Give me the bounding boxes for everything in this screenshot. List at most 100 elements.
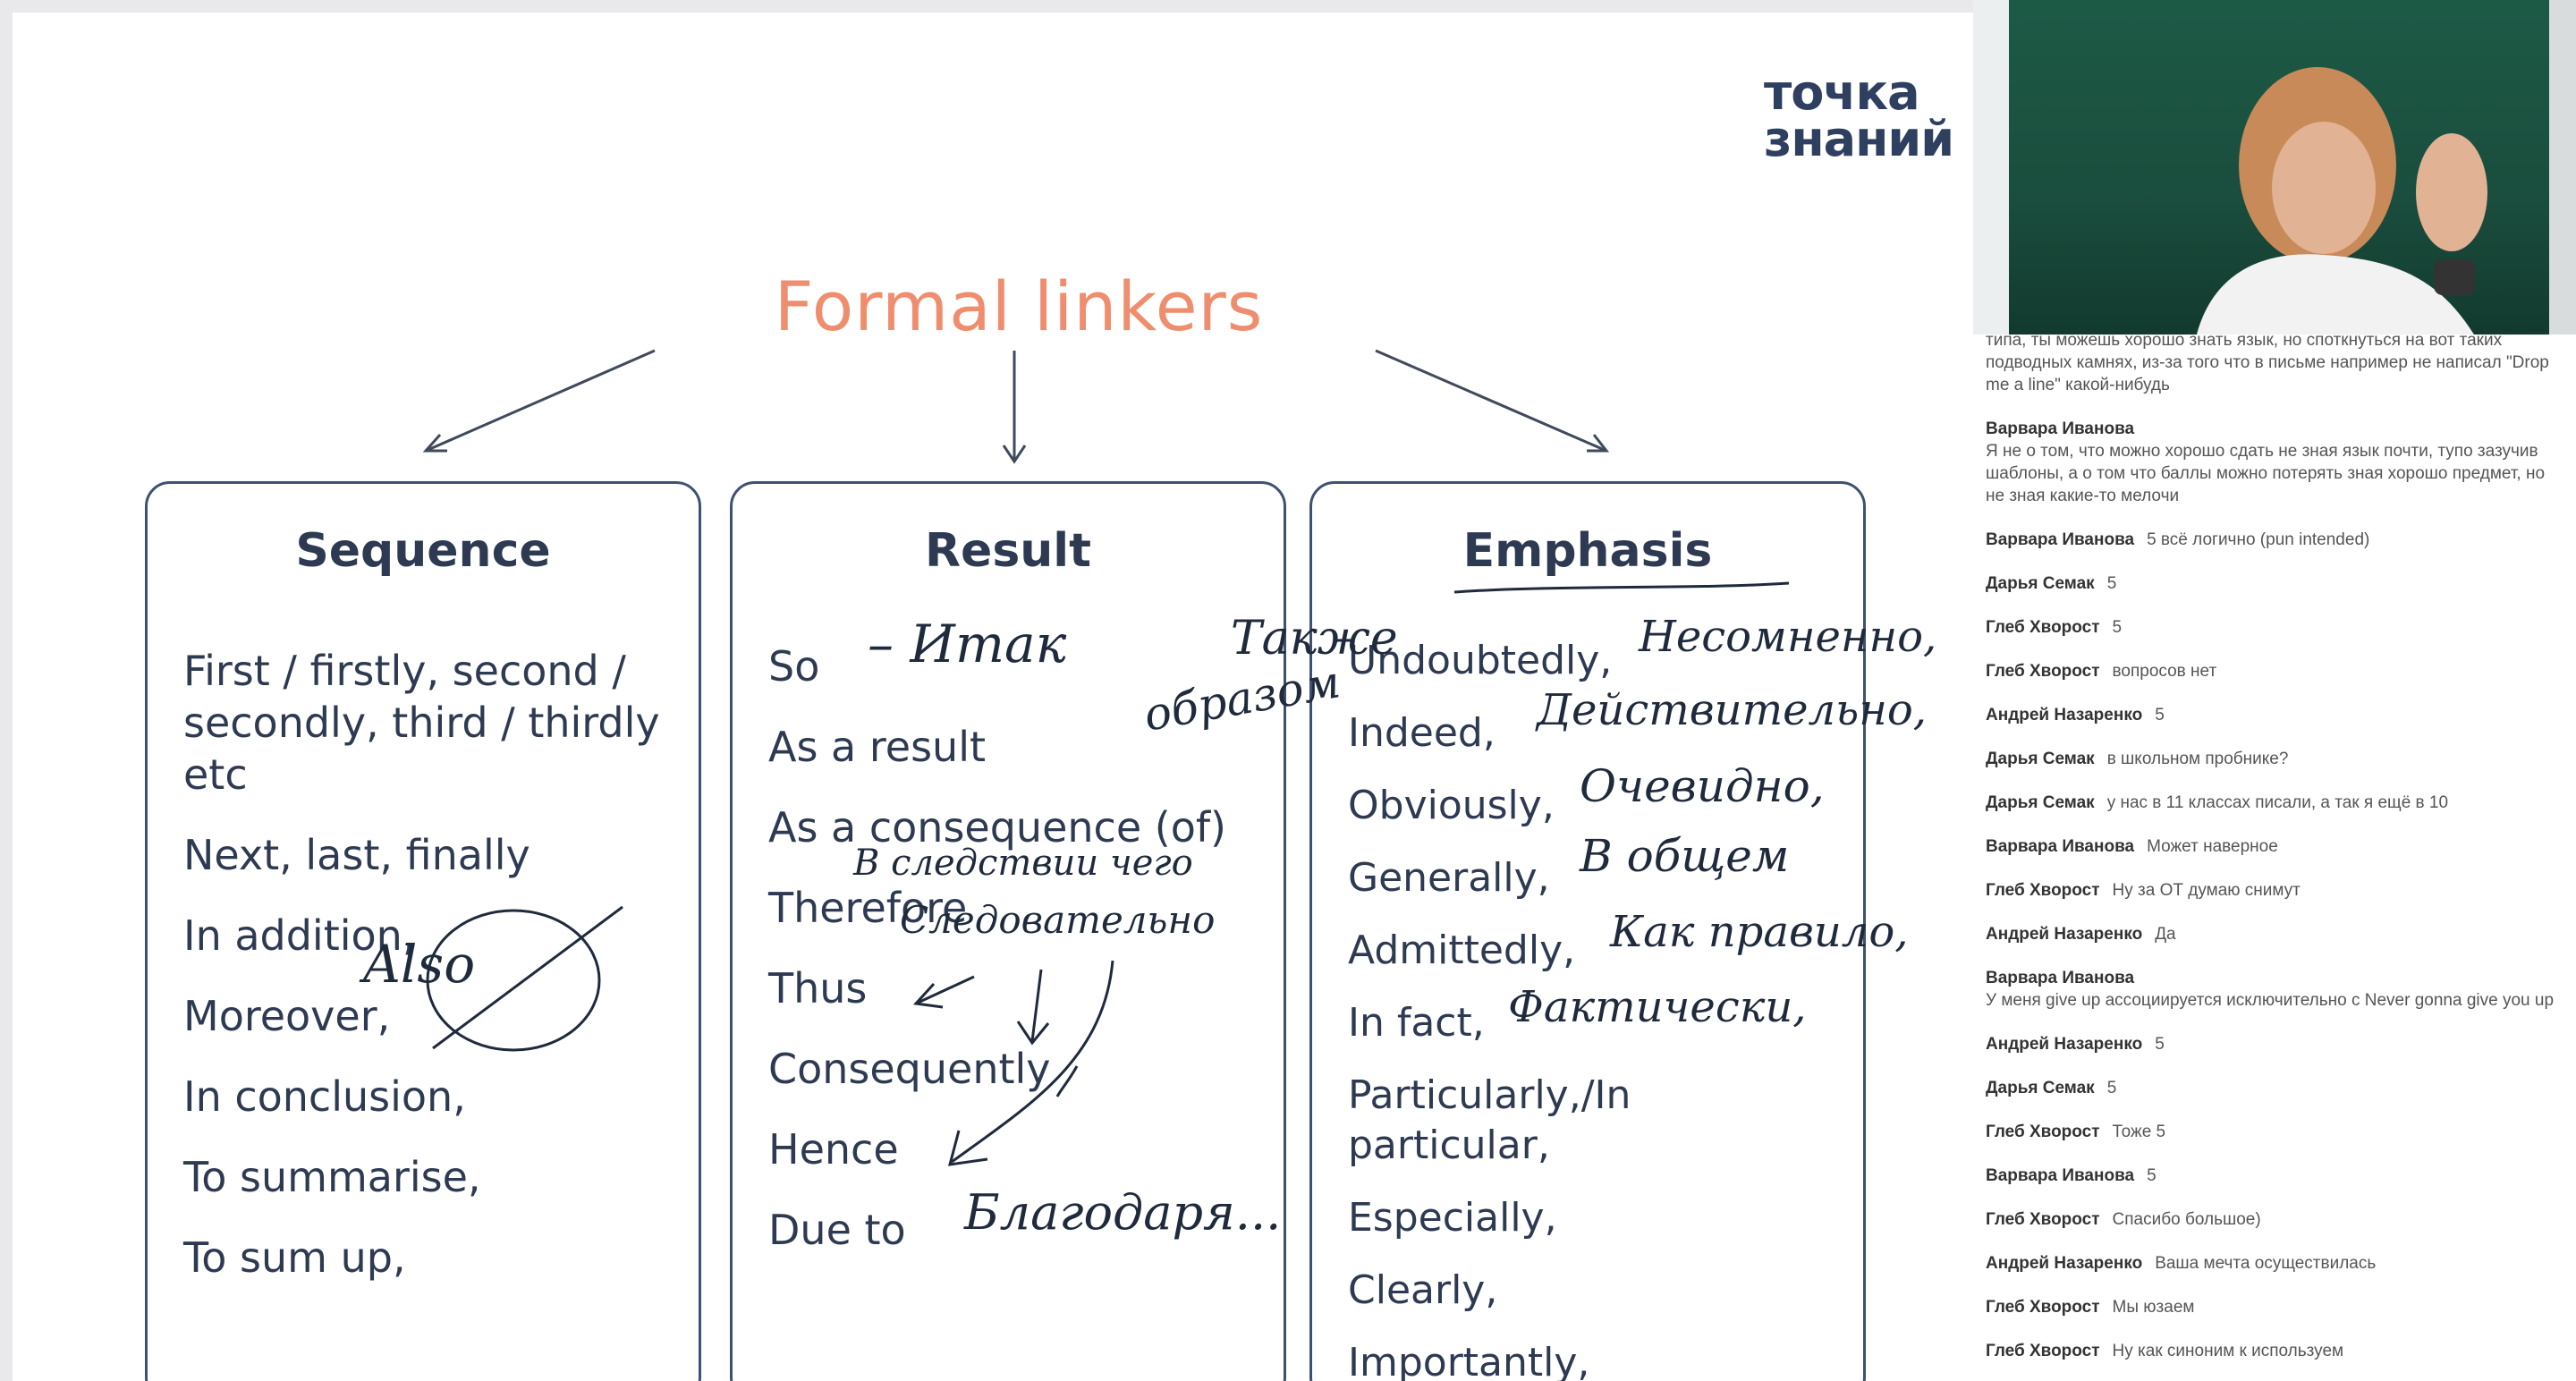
handwriting-deystvitelno: Действительно,: [1537, 685, 1927, 735]
chat-author: Варвара Иванова: [1986, 969, 2135, 987]
list-item: Hence: [768, 1125, 899, 1173]
linker-list: First / firstly, second / secondly, thir…: [183, 645, 672, 1312]
presenter-video-icon: [2197, 67, 2487, 335]
chat-text: 5: [2155, 706, 2165, 724]
chat-message: Варвара Иванова У меня give up ассоциируе…: [1986, 967, 2558, 1012]
chat-author: Глеб Хворост: [1986, 662, 2100, 681]
chat-author: Варвара Иванова: [1986, 530, 2135, 549]
handwriting-ochevidno: Очевидно,: [1580, 760, 1825, 812]
chat-panel[interactable]: типа, ты можешь хорошо знать язык, но сп…: [1973, 335, 2576, 1381]
chat-text: 5 всё логично (pun intended): [2147, 530, 2370, 549]
chat-text: 5: [2147, 1166, 2157, 1185]
chat-message: Андрей Назаренко Да: [1986, 923, 2558, 945]
webcam-video: [1973, 0, 2576, 335]
chat-message: Дарья Семак у нас в 11 классах писали, а …: [1986, 792, 2558, 814]
list-item: Moreover,: [183, 992, 391, 1040]
chat-text: Ну за ОТ думаю снимут: [2112, 881, 2301, 900]
list-item: Due to: [768, 1206, 906, 1254]
list-item: Obviously,: [1348, 783, 1555, 828]
chat-text: Спасибо большое): [2112, 1210, 2261, 1229]
slide-title: Formal linkers: [774, 267, 1264, 346]
card-heading: Sequence: [295, 524, 551, 578]
chat-text: Ну как синоним к используем: [2112, 1342, 2344, 1360]
list-item: Particularly,/In particular,: [1348, 1072, 1631, 1168]
list-item: To summarise,: [183, 1153, 481, 1201]
chat-author: Глеб Хворост: [1986, 1210, 2100, 1229]
chat-text: Я не о том, что можно хорошо сдать не зн…: [1986, 442, 2546, 505]
chat-message: Глеб Хворост Тоже 5: [1986, 1121, 2558, 1143]
chat-author: Дарья Семак: [1986, 574, 2095, 593]
chat-author: Варвара Иванова: [1986, 837, 2135, 856]
chat-message: Андрей Назаренко 5: [1986, 704, 2558, 726]
chat-message: Дарья Семак в школьном пробнике?: [1986, 748, 2558, 770]
chat-author: Дарья Семак: [1986, 750, 2095, 768]
chat-text: вопросов нет: [2112, 662, 2217, 681]
linker-list: So As a result As a consequence (of) The…: [768, 641, 1257, 1285]
handwriting-also: Also: [363, 934, 476, 995]
chat-message: Варвара Иванова 5 всё логично (pun intend…: [1986, 529, 2558, 551]
list-item: Especially,: [1348, 1195, 1557, 1241]
chat-author: Андрей Назаренко: [1986, 1035, 2143, 1054]
chat-author: Андрей Назаренко: [1986, 706, 2143, 724]
list-item: To sum up,: [183, 1233, 406, 1282]
chat-message: Глеб Хворост Спасибо большое): [1986, 1208, 2558, 1231]
list-item: Indeed,: [1348, 710, 1496, 756]
list-item: Consequently: [768, 1045, 1051, 1093]
chat-author: Варвара Иванова: [1986, 419, 2135, 438]
linker-list: Undoubtedly, Indeed, Obviously, Generall…: [1348, 636, 1836, 1381]
chat-author: Дарья Семак: [1986, 793, 2095, 812]
list-item: As a result: [768, 723, 987, 771]
chat-text: 5: [2106, 1079, 2117, 1097]
handwriting-itak: – Итак: [868, 614, 1067, 674]
chat-message-list: типа, ты можешь хорошо знать язык, но сп…: [1986, 335, 2558, 1381]
list-item: In conclusion,: [183, 1072, 466, 1121]
arrow-left-icon: [422, 349, 656, 453]
chat-text: Тоже 5: [2112, 1123, 2166, 1141]
chat-text: У меня give up ассоциируется исключитель…: [1986, 991, 2555, 1010]
chat-text: Да: [2155, 925, 2176, 944]
list-item: So: [768, 642, 820, 690]
chat-author: Варвара Иванова: [1986, 1166, 2135, 1185]
card-heading: Result: [925, 524, 1091, 578]
list-item: Therefore: [768, 884, 968, 932]
handwriting-kak-pravilo: Как правило,: [1610, 907, 1909, 957]
chat-text: 5: [2155, 1035, 2165, 1054]
handwriting-sledovatelno: Следовательно: [900, 898, 1216, 942]
chat-message: Глеб Хворост вопросов нет: [1986, 660, 2558, 682]
list-item: First / firstly, second / secondly, thir…: [183, 647, 660, 799]
presentation-slide: точка знаний Formal linkers Sequence Fir…: [13, 13, 1973, 1381]
list-item: In addition,: [183, 911, 416, 960]
handwriting-nesomnenno: Несомненно,: [1639, 612, 1937, 662]
handwriting-fakticheski: Фактически,: [1508, 982, 1807, 1032]
chat-author: Андрей Назаренко: [1986, 1254, 2143, 1273]
list-item: Thus: [768, 964, 868, 1012]
arrow-right-icon: [1375, 349, 1610, 453]
chat-message: Дарья Семак 5: [1986, 572, 2558, 595]
list-item: Admittedly,: [1348, 928, 1576, 973]
card-emphasis: Emphasis Undoubtedly, Indeed, Obviously,…: [1309, 481, 1866, 1381]
chat-text: у нас в 11 классах писали, а так я ещё в…: [2106, 793, 2449, 812]
chat-text: 5: [2106, 574, 2117, 593]
chat-text: 5: [2112, 618, 2123, 637]
chat-author: Андрей Назаренко: [1986, 925, 2143, 944]
chat-text: в школьном пробнике?: [2106, 750, 2289, 768]
list-item: Undoubtedly,: [1348, 638, 1613, 683]
list-item: Next, last, finally: [183, 831, 530, 879]
list-item: As a consequence (of): [768, 803, 1226, 851]
chat-message: Андрей Назаренко 5: [1986, 1033, 2558, 1055]
list-item: Generally,: [1348, 855, 1550, 901]
list-item: In fact,: [1348, 1000, 1485, 1046]
arrow-down-icon: [1002, 351, 1027, 464]
list-item: Importantly,: [1348, 1340, 1590, 1381]
chat-message: Варвара Иванова 5: [1986, 1165, 2558, 1187]
chat-author: Глеб Хворост: [1986, 1123, 2100, 1141]
brand-logo: точка знаний: [1764, 64, 1954, 167]
card-sequence: Sequence First / firstly, second / secon…: [145, 481, 701, 1381]
chat-message: Варвара Иванова Я не о том, что можно хор…: [1986, 418, 2558, 507]
